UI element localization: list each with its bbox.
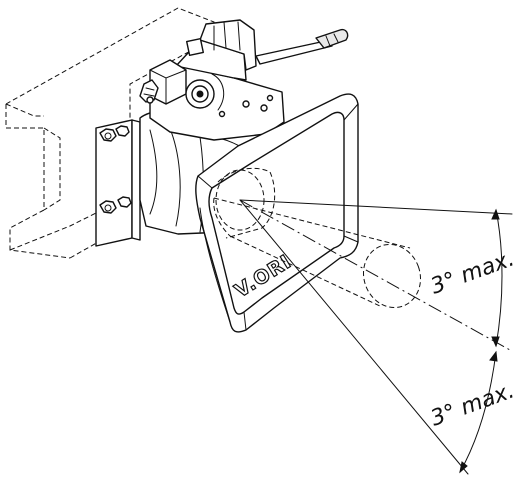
angle-label-lower: 3° max. (428, 378, 518, 431)
hand-lever (255, 28, 349, 65)
bolt-lower-left (99, 200, 117, 214)
mounting-plate (95, 119, 141, 247)
bolt-upper-left (99, 128, 117, 142)
angle-label-upper: 3° max. (428, 246, 518, 299)
actuator-knob (185, 73, 225, 111)
mounting-bolts (99, 125, 132, 214)
air-fitting (139, 79, 159, 104)
coupling-pin-hidden (215, 167, 276, 239)
valve-housing (149, 19, 285, 141)
coupling-mouth-funnel (195, 93, 359, 333)
angle-dimension-arcs (459, 208, 503, 474)
centre-line (239, 199, 511, 351)
angle-limit-rays (239, 199, 513, 475)
bolt-upper-right (115, 125, 130, 137)
bolt-lower-right (117, 196, 132, 208)
drawbar-outline (213, 197, 421, 309)
housing-screws (218, 94, 274, 118)
